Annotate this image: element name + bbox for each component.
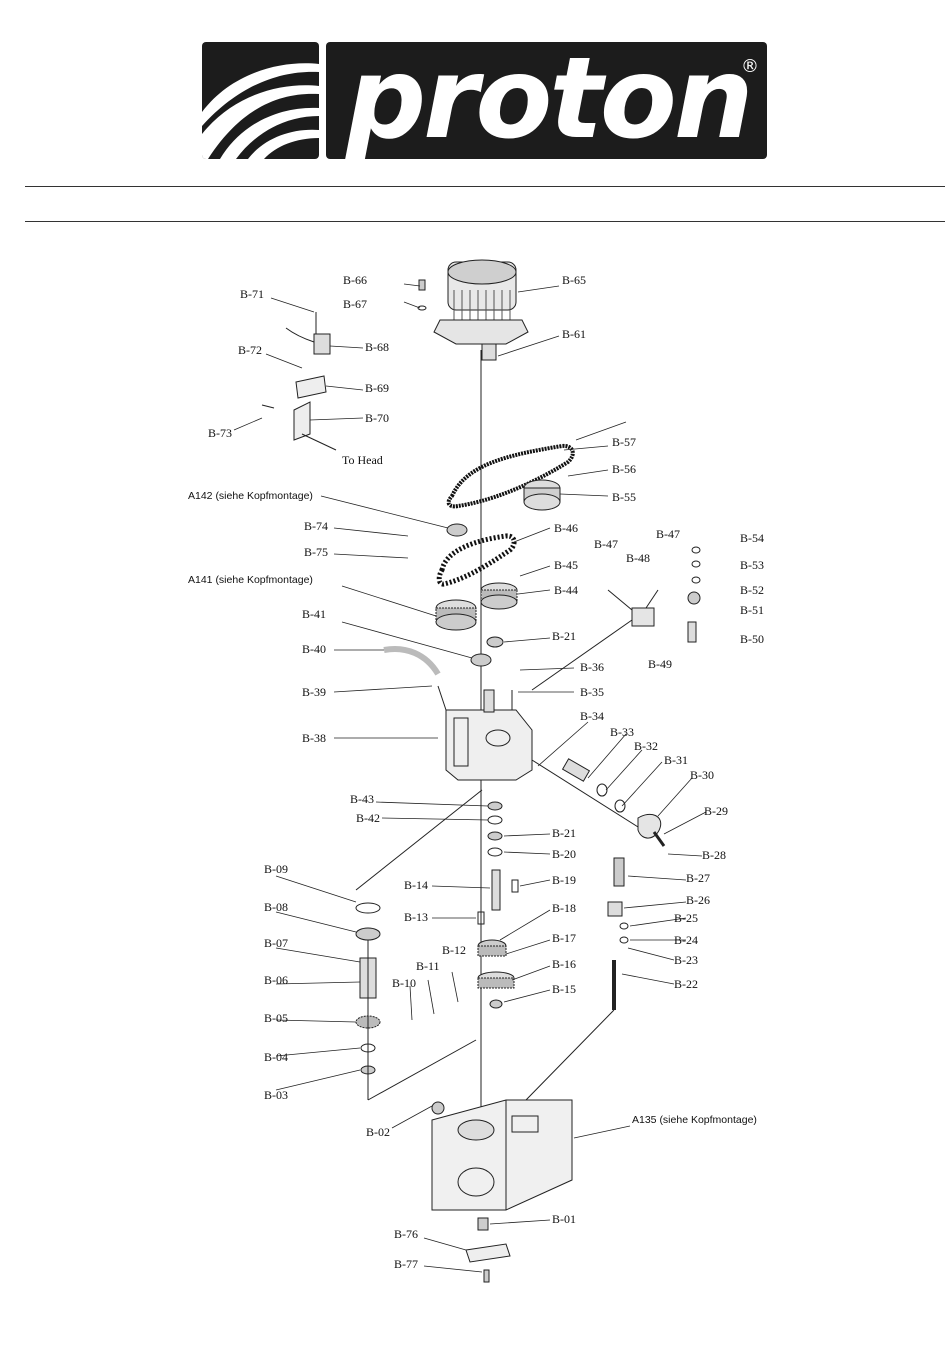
part-label-b41: B-41 [302, 607, 326, 621]
part-label-b03: B-03 [264, 1088, 288, 1102]
part-label-b16: B-16 [552, 957, 576, 971]
part-label-b70: B-70 [365, 411, 389, 425]
part-label-b13: B-13 [404, 910, 428, 924]
part-label-a142: A142 (siehe Kopfmontage) [188, 490, 313, 502]
part-label-b02: B-02 [366, 1125, 390, 1139]
part-label-b47-left: B-47 [594, 537, 618, 551]
logo: proton ® [326, 34, 767, 164]
logo-swoosh-icon [202, 42, 319, 159]
logo-wordmark: proton [346, 34, 754, 164]
part-label-b42: B-42 [356, 811, 380, 825]
part-label-b71: B-71 [240, 287, 264, 301]
part-label-b68: B-68 [365, 340, 389, 354]
part-label-b67: B-67 [343, 297, 367, 311]
part-label-b76: B-76 [394, 1227, 418, 1241]
part-label-b50: B-50 [740, 632, 764, 646]
part-label-b20: B-20 [552, 847, 576, 861]
part-label-b11: B-11 [416, 959, 440, 973]
part-label-b55: B-55 [612, 490, 636, 504]
part-label-b36: B-36 [580, 660, 604, 674]
part-label-b34: B-34 [580, 709, 604, 723]
part-label-b61: B-61 [562, 327, 586, 341]
part-label-b21-bottom: B-21 [552, 826, 576, 840]
part-label-b07: B-07 [264, 936, 288, 950]
part-label-b35: B-35 [580, 685, 604, 699]
part-label-b29: B-29 [704, 804, 728, 818]
registered-mark: ® [741, 56, 759, 77]
part-label-b14: B-14 [404, 878, 428, 892]
part-label-b77: B-77 [394, 1257, 418, 1271]
part-label-b18: B-18 [552, 901, 576, 915]
part-label-b48: B-48 [626, 551, 650, 565]
part-label-b21-top: B-21 [552, 629, 576, 643]
part-label-b19: B-19 [552, 873, 576, 887]
part-label-b47-right: B-47 [656, 527, 680, 541]
part-label-b39: B-39 [302, 685, 326, 699]
part-label-b26: B-26 [686, 893, 710, 907]
part-label-b75: B-75 [304, 545, 328, 559]
part-label-b73: B-73 [208, 426, 232, 440]
part-label-b31: B-31 [664, 753, 688, 767]
part-label-b65: B-65 [562, 273, 586, 287]
part-label-b44: B-44 [554, 583, 578, 597]
part-label-b57: B-57 [612, 435, 636, 449]
part-label-a141: A141 (siehe Kopfmontage) [188, 574, 313, 586]
part-label-b08: B-08 [264, 900, 288, 914]
part-label-b66: B-66 [343, 273, 367, 287]
part-label-b32: B-32 [634, 739, 658, 753]
part-label-b30: B-30 [690, 768, 714, 782]
part-label-b54: B-54 [740, 531, 764, 545]
part-label-b33: B-33 [610, 725, 634, 739]
part-label-b15: B-15 [552, 982, 576, 996]
part-label-b69: B-69 [365, 381, 389, 395]
part-label-a135: A135 (siehe Kopfmontage) [632, 1114, 757, 1126]
diagram-drawing [233, 259, 707, 1283]
part-label-b27: B-27 [686, 871, 710, 885]
part-label-b25: B-25 [674, 911, 698, 925]
part-label-b23: B-23 [674, 953, 698, 967]
part-label-b74: B-74 [304, 519, 328, 533]
part-label-b10: B-10 [392, 976, 416, 990]
part-label-b28: B-28 [702, 848, 726, 862]
part-label-b38: B-38 [302, 731, 326, 745]
part-label-b49: B-49 [648, 657, 672, 671]
exploded-parts-diagram: B-66 B-67 B-65 B-61 B-71 B-68 B-72 B-69 … [176, 250, 792, 1286]
part-label-b09: B-09 [264, 862, 288, 876]
part-label-b45: B-45 [554, 558, 578, 572]
part-label-b06: B-06 [264, 973, 288, 987]
part-label-b22: B-22 [674, 977, 698, 991]
part-label-b17: B-17 [552, 931, 576, 945]
part-label-b72: B-72 [238, 343, 262, 357]
part-label-b56: B-56 [612, 462, 636, 476]
part-label-b24: B-24 [674, 933, 698, 947]
part-label-b53: B-53 [740, 558, 764, 572]
part-label-b12: B-12 [442, 943, 466, 957]
part-label-b05: B-05 [264, 1011, 288, 1025]
bottom-divider [25, 221, 945, 222]
part-label-b04: B-04 [264, 1050, 288, 1064]
part-label-b51: B-51 [740, 603, 764, 617]
part-label-b43: B-43 [350, 792, 374, 806]
top-divider [25, 186, 945, 187]
part-label-b52: B-52 [740, 583, 764, 597]
to-head-label: To Head [342, 453, 383, 467]
part-label-b46: B-46 [554, 521, 578, 535]
part-label-b01: B-01 [552, 1212, 576, 1226]
part-label-b40: B-40 [302, 642, 326, 656]
